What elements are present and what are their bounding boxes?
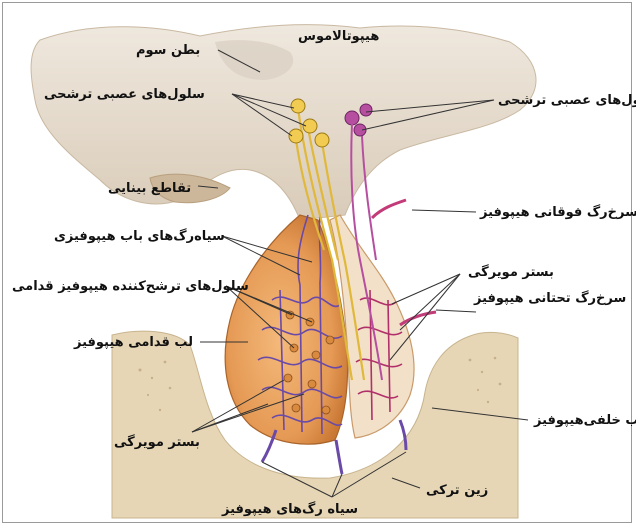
label-hypophyseal-veins: سیاه رگ‌های هیپوفیز [222, 503, 358, 516]
label-inferior-hypophyseal-artery: سرخ‌رگ تحتانی هیپوفیز [474, 292, 626, 305]
label-anterior-secretory-cells: سلول‌های ترشح‌کننده هیپوفیز قدامی [12, 280, 249, 293]
label-sella-turcica: زین ترکی [426, 484, 488, 497]
label-capillary-bed-right: بستر مویرگی [468, 266, 554, 279]
label-portal-veins: سیاه‌رگ‌های باب هیپوفیزی [54, 230, 225, 243]
label-capillary-bed-left: بستر مویرگی [114, 436, 200, 449]
label-hypothalamus: هیپوتالاموس [298, 30, 379, 43]
label-optic-chiasm: تقاطع بینایی [108, 182, 191, 195]
label-superior-hypophyseal-artery: سرخ‌رگ فوقانی هیپوفیز [480, 206, 636, 219]
label-neurosecretory-cells-right: سلول‌های عصبی ترشحی [498, 94, 636, 107]
label-posterior-pituitary: لب خلفی‌هیپوفیز [534, 414, 636, 427]
label-third-ventricle: بطن سوم [136, 44, 200, 57]
label-anterior-pituitary: لب قدامی هیپوفیز [74, 336, 193, 349]
label-neurosecretory-cells-left: سلول‌های عصبی ترشحی [44, 88, 205, 101]
